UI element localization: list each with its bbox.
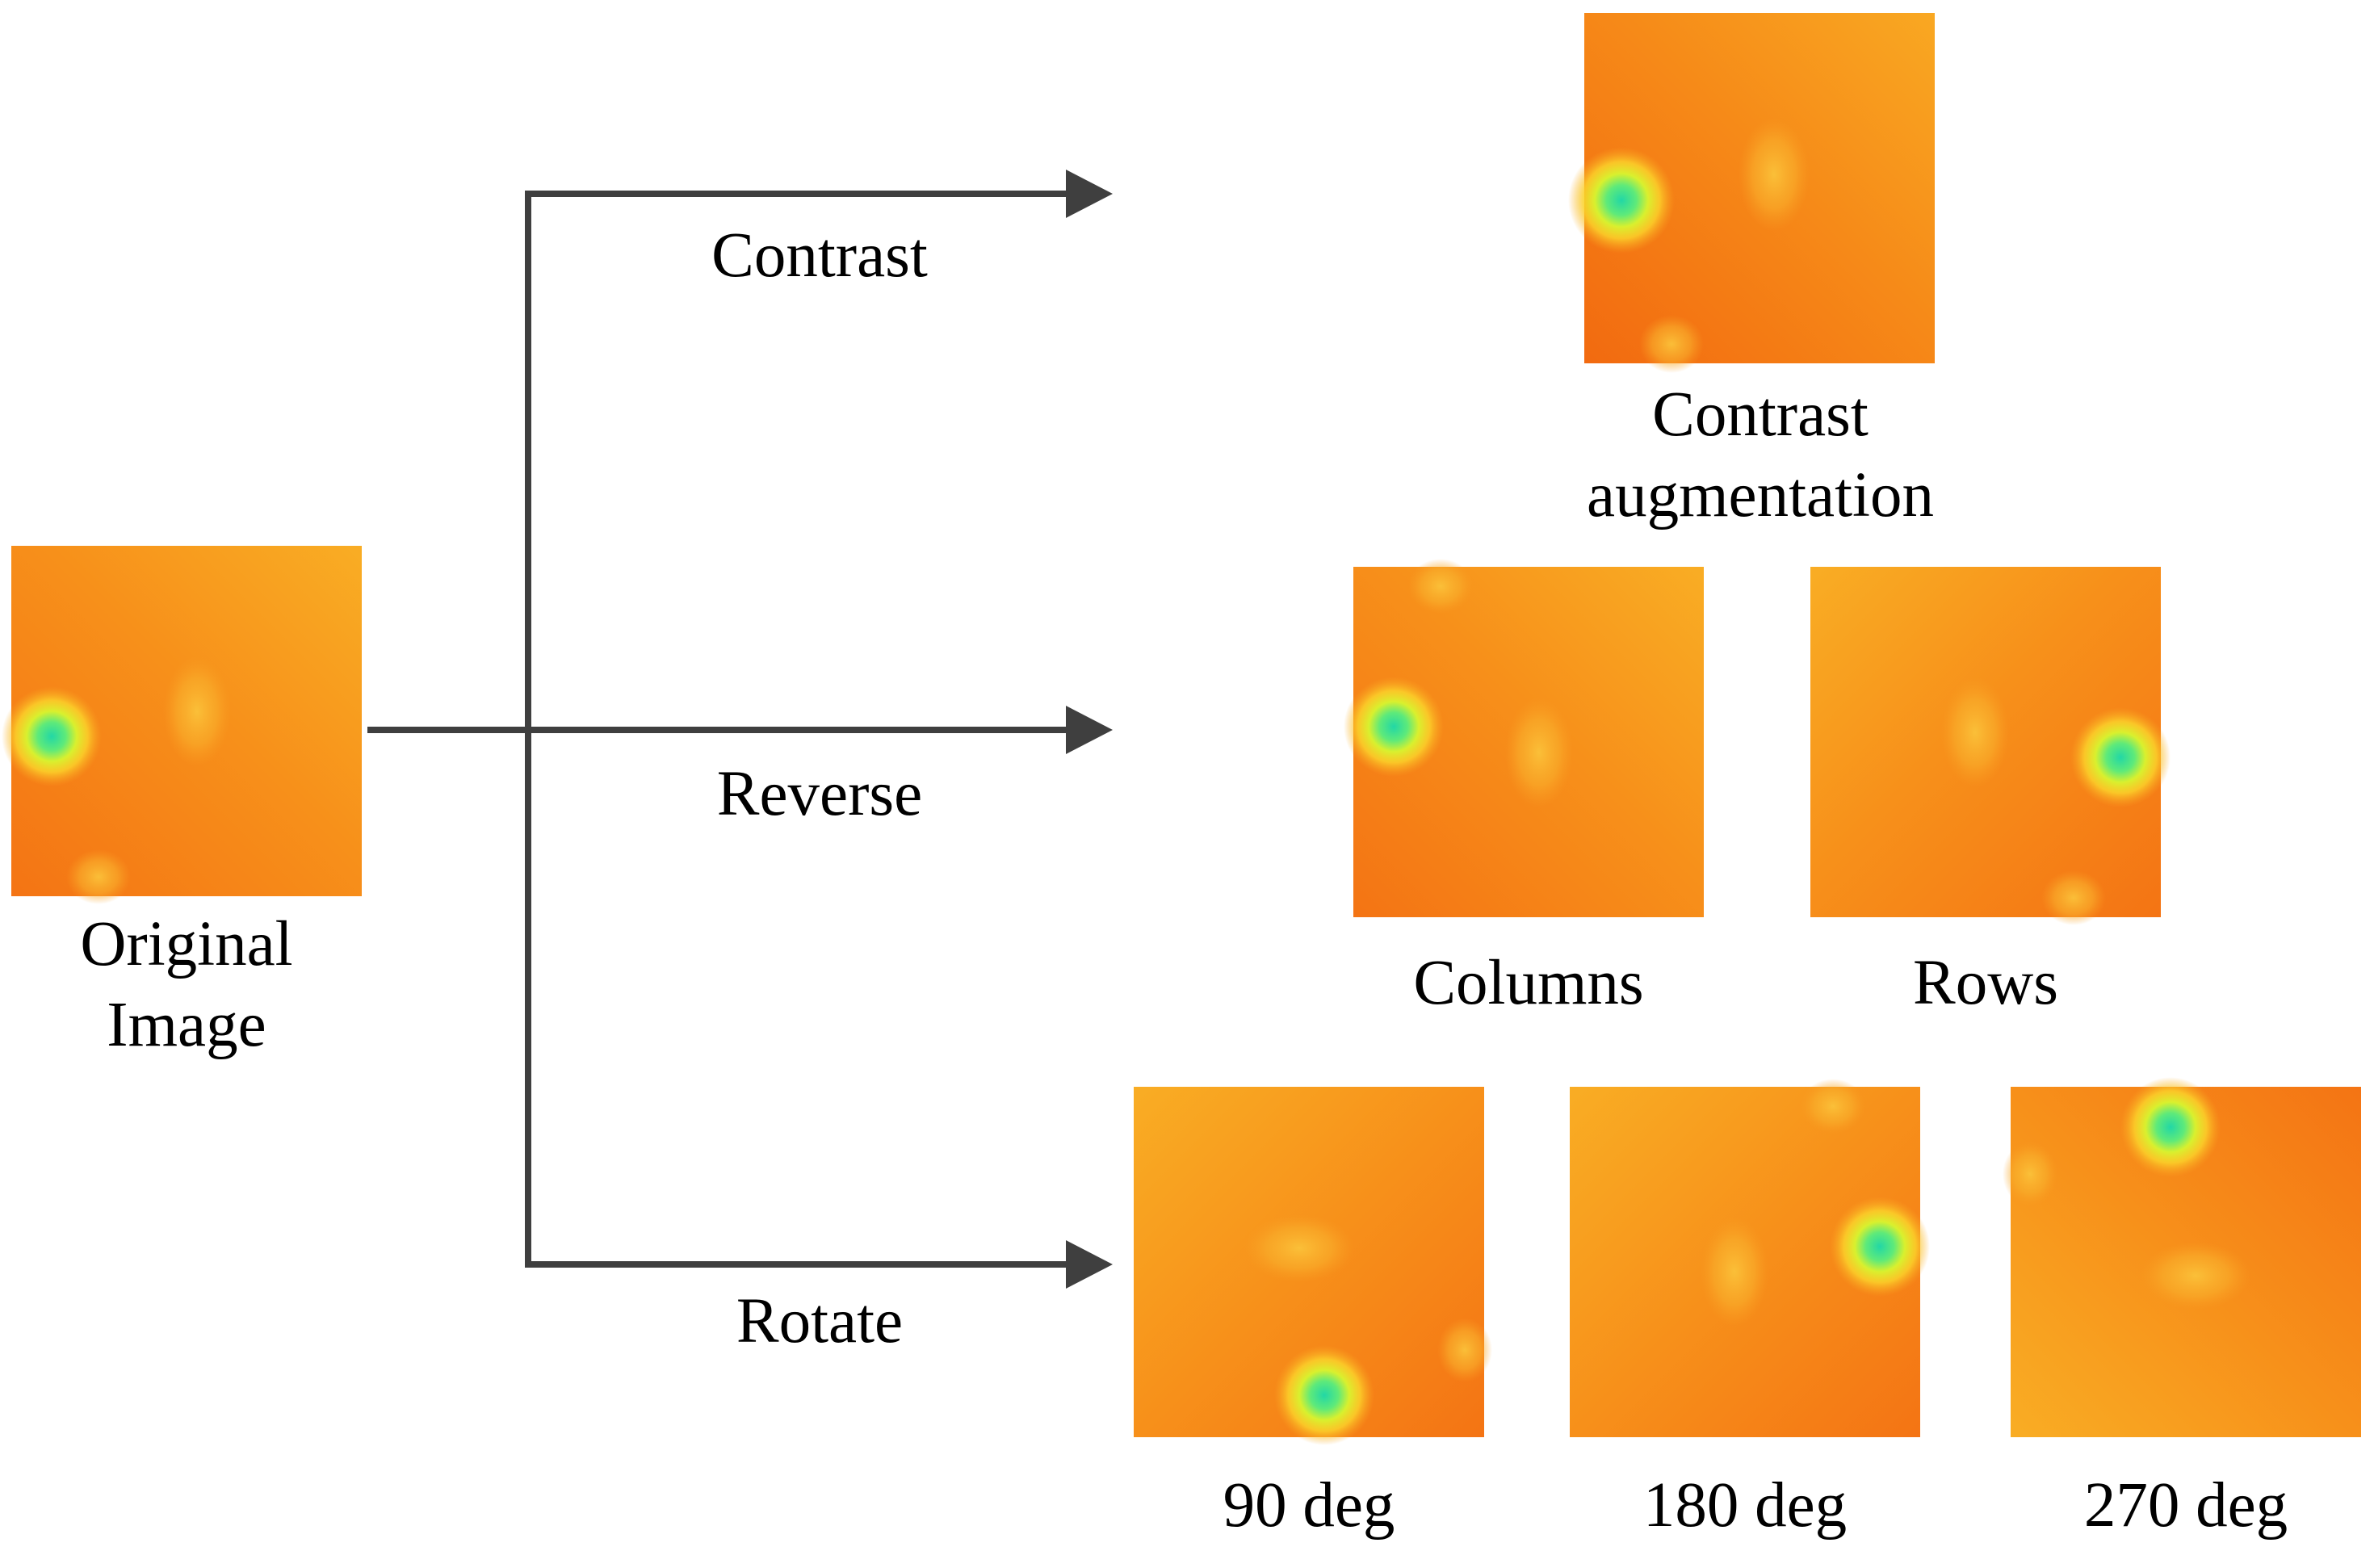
output-label-rot180: 180 deg xyxy=(1642,1470,1848,1541)
branch-label-contrast: Contrast xyxy=(711,220,928,291)
output-label-contrast: Contrast augmentation xyxy=(1518,375,2003,537)
contrast-augmentation-image xyxy=(1568,13,1935,373)
output-label-contrast-line2: augmentation xyxy=(1587,460,1934,531)
rotated-180-image xyxy=(1570,1079,1930,1437)
source-label-line2: Image xyxy=(107,990,266,1061)
original-image xyxy=(2,546,362,904)
columns-reversed-image xyxy=(1344,559,1704,917)
arrowheads xyxy=(1066,170,1113,1289)
connector-lines xyxy=(367,191,1074,1268)
output-label-rot90: 90 deg xyxy=(1223,1470,1395,1541)
source-label-line1: Original xyxy=(80,909,293,979)
output-label-rot270: 270 deg xyxy=(2083,1470,2288,1541)
branch-label-reverse: Reverse xyxy=(716,759,923,829)
rotated-270-image xyxy=(2003,1077,2361,1437)
branch-label-rotate: Rotate xyxy=(736,1286,904,1356)
rotate-arrowhead-icon xyxy=(1066,1240,1113,1289)
output-label-columns: Columns xyxy=(1413,948,1644,1018)
rotated-90-image xyxy=(1134,1087,1492,1445)
source-label: Original Image xyxy=(11,904,362,1067)
rows-reversed-image xyxy=(1810,567,2171,925)
output-label-rows: Rows xyxy=(1913,948,2058,1018)
output-label-contrast-line1: Contrast xyxy=(1652,379,1869,450)
reverse-arrowhead-icon xyxy=(1066,706,1113,754)
contrast-arrowhead-icon xyxy=(1066,170,1113,218)
